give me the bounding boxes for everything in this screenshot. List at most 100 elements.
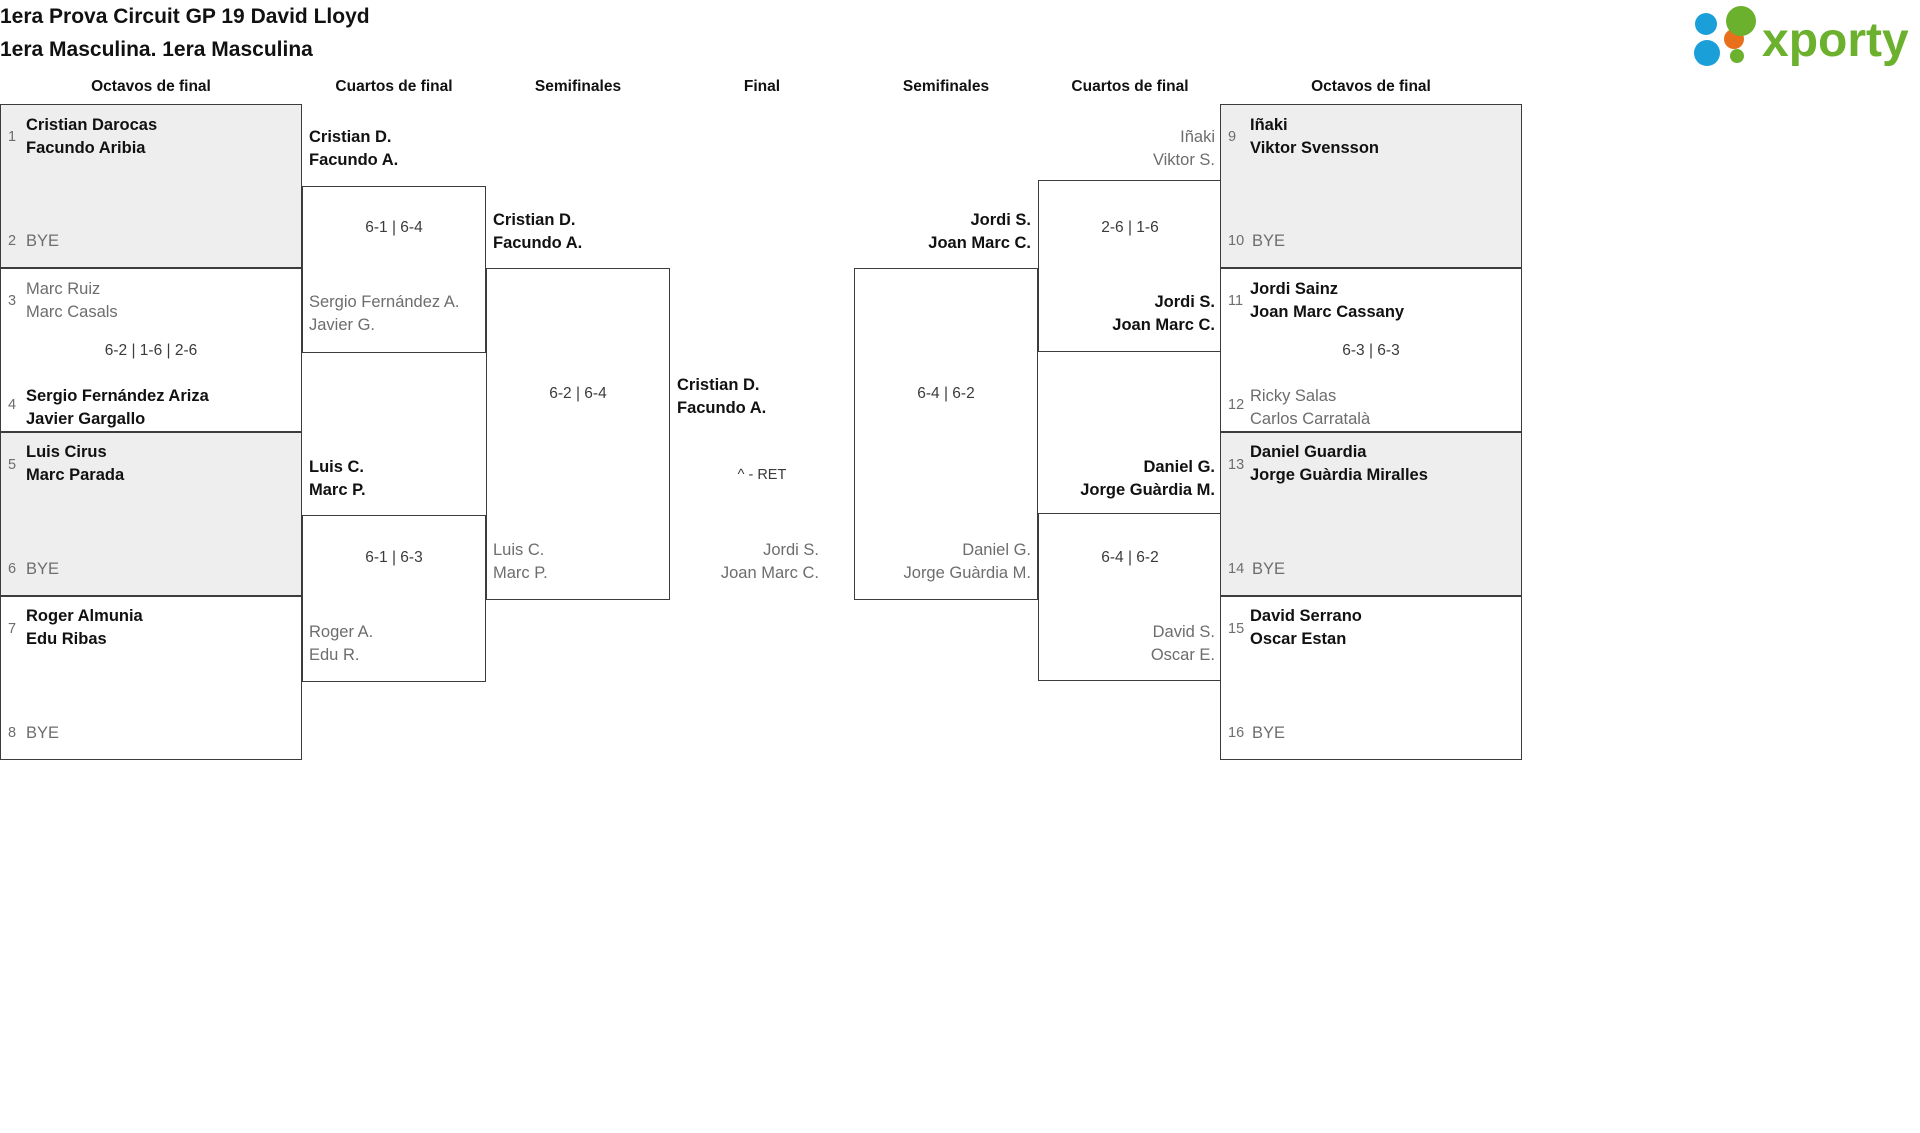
match-box-r16-2[interactable] — [1220, 268, 1522, 432]
player-name-2: Facundo A. — [309, 150, 399, 169]
round-header-left-qf: Cuartos de final — [335, 78, 453, 95]
seed-number: 10 — [1228, 233, 1245, 249]
player-name-1: Luis C. — [309, 458, 365, 476]
player-name-2: Joan Marc Cassany — [1250, 302, 1405, 321]
page-title: 1era Prova Circuit GP 19 David Lloyd 1er… — [0, 0, 900, 66]
player-name-2: Viktor Svensson — [1250, 138, 1379, 157]
player-name-2: Carlos Carratalà — [1250, 409, 1371, 428]
qf-entry-left-1: Cristian D. Facundo A. — [309, 126, 398, 171]
player-name-1: Ricky Salas — [1250, 387, 1337, 405]
player-name-1: Sergio Fernández Ariza — [26, 387, 209, 405]
seed-number: 4 — [8, 397, 17, 413]
sf-entry-left-2: Luis C. Marc P. — [493, 539, 548, 584]
round-header-final: Final — [743, 78, 781, 95]
match-box-r16-3[interactable] — [1220, 432, 1522, 596]
qf-entry-right-4: David S. Oscar E. — [1038, 621, 1215, 666]
connector-left-qf-1 — [302, 186, 486, 353]
player-name-1: Roger Almunia — [26, 607, 143, 625]
connector-right-sf — [854, 268, 1038, 600]
player-name-2: Oscar E. — [1150, 645, 1215, 664]
round-header-right-r16: Octavos de final — [1311, 78, 1431, 95]
player-name-2: Facundo A. — [493, 233, 583, 252]
player-name-2: Javier Gargallo — [26, 409, 146, 428]
player-entry: Sergio Fernández Ariza Javier Gargallo — [26, 385, 209, 430]
player-name-1: Daniel G. — [962, 541, 1031, 559]
bye-label: BYE — [1252, 560, 1286, 578]
player-name-2: Oscar Estan — [1250, 629, 1347, 648]
match-score: 6-4 | 6-2 — [1101, 549, 1159, 566]
sf-entry-left-1: Cristian D. Facundo A. — [493, 209, 582, 254]
round-header-left-r16: Octavos de final — [91, 78, 211, 95]
match-box-l16-3[interactable] — [0, 432, 302, 596]
player-name-1: David Serrano — [1250, 607, 1362, 625]
qf-entry-right-2: Jordi S. Joan Marc C. — [1038, 291, 1215, 336]
qf-entry-left-2: Sergio Fernández A. Javier G. — [309, 291, 459, 336]
player-entry: Jordi Sainz Joan Marc Cassany — [1250, 278, 1404, 323]
player-name-2: Javier G. — [309, 315, 376, 334]
player-name-2: Facundo Aribia — [26, 138, 146, 157]
xporty-logo: xporty — [1684, 6, 1912, 68]
match-box-r16-1[interactable] — [1220, 104, 1522, 268]
seed-number: 11 — [1228, 293, 1244, 309]
match-box-r16-4[interactable] — [1220, 596, 1522, 760]
connector-left-sf — [486, 268, 670, 600]
qf-entry-right-1: Iñaki Viktor S. — [1038, 126, 1215, 171]
player-name-2: Joan Marc C. — [720, 563, 819, 582]
player-name-2: Marc P. — [493, 563, 548, 582]
match-score: 6-2 | 6-4 — [549, 385, 607, 402]
player-name-1: Cristian Darocas — [26, 116, 158, 134]
bye-label: BYE — [26, 232, 60, 250]
player-name-1: Iñaki — [1180, 128, 1215, 146]
player-name-2: Jorge Guàrdia Miralles — [1250, 465, 1428, 484]
player-name-1: Jordi S. — [1154, 293, 1215, 311]
seed-number: 15 — [1228, 621, 1245, 637]
connector-left-qf-2 — [302, 515, 486, 682]
match-box-l16-1[interactable] — [0, 104, 302, 268]
match-box-l16-4[interactable] — [0, 596, 302, 760]
player-name-2: Joan Marc C. — [1112, 315, 1215, 334]
player-name-2: Jorge Guàrdia M. — [1080, 480, 1215, 499]
match-score: 6-2 | 1-6 | 2-6 — [104, 342, 198, 359]
player-name-2: Facundo A. — [677, 398, 767, 417]
tournament-title: 1era Prova Circuit GP 19 David Lloyd — [0, 5, 370, 28]
final-entry-winner: Cristian D. Facundo A. — [677, 374, 766, 419]
player-name-2: Edu R. — [309, 645, 360, 664]
player-name-1: David S. — [1152, 623, 1215, 641]
qf-entry-left-3: Luis C. Marc P. — [309, 456, 366, 501]
player-name-2: Jorge Guàrdia M. — [903, 563, 1031, 582]
player-entry: Luis Cirus Marc Parada — [26, 441, 124, 486]
sf-entry-right-2: Daniel G. Jorge Guàrdia M. — [854, 539, 1031, 584]
player-name-2: Marc P. — [309, 480, 366, 499]
player-name-2: Edu Ribas — [26, 629, 107, 648]
round-header-left-sf: Semifinales — [534, 78, 622, 95]
player-name-1: Daniel Guardia — [1250, 443, 1367, 461]
tournament-category: 1era Masculina. 1era Masculina — [0, 38, 313, 61]
bye-label: BYE — [1252, 724, 1286, 742]
player-entry: David Serrano Oscar Estan — [1250, 605, 1362, 650]
player-name-1: Roger A. — [309, 623, 374, 641]
match-score: 2-6 | 1-6 — [1101, 219, 1159, 236]
player-name-1: Cristian D. — [309, 128, 392, 146]
player-name-1: Sergio Fernández A. — [309, 293, 460, 311]
seed-number: 5 — [8, 457, 17, 473]
seed-number: 12 — [1228, 397, 1245, 413]
player-name-1: Jordi S. — [970, 211, 1031, 229]
bye-label: BYE — [26, 560, 60, 578]
seed-number: 6 — [8, 561, 17, 577]
sf-entry-right-1: Jordi S. Joan Marc C. — [854, 209, 1031, 254]
player-name-2: Viktor S. — [1152, 150, 1215, 169]
logo-dot-green-big — [1726, 6, 1756, 36]
player-name-1: Marc Ruiz — [26, 280, 101, 298]
seed-number: 13 — [1228, 457, 1245, 473]
player-name-1: Luis C. — [493, 541, 545, 559]
player-name-2: Marc Parada — [26, 465, 125, 484]
player-name-1: Jordi Sainz — [1250, 280, 1339, 298]
player-name-1: Daniel G. — [1143, 458, 1215, 476]
player-entry: Daniel Guardia Jorge Guàrdia Miralles — [1250, 441, 1428, 486]
logo-dot-blue-bottom — [1694, 40, 1720, 66]
bye-label: BYE — [1252, 232, 1286, 250]
player-name-2: Joan Marc C. — [928, 233, 1031, 252]
seed-number: 14 — [1228, 561, 1245, 577]
match-box-l16-2[interactable] — [0, 268, 302, 432]
player-name-1: Luis Cirus — [26, 443, 107, 461]
